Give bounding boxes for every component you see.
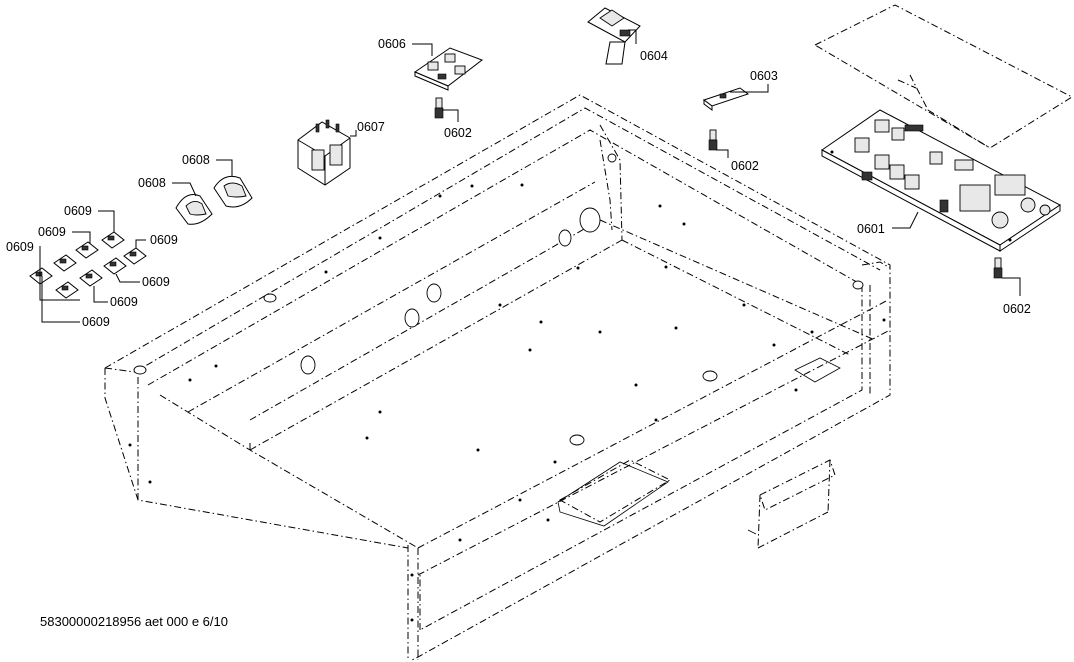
clamp-0608-a (175, 194, 213, 225)
connector-0602-right (993, 257, 1003, 279)
clip-8 (55, 281, 79, 299)
callout-0601: 0601 (857, 222, 885, 236)
clip-2 (101, 231, 125, 249)
callout-0606: 0606 (378, 37, 406, 51)
callout-0609-e: 0609 (142, 275, 170, 289)
callout-labels: 0601 0602 0602 0602 0603 0604 0606 0607 … (6, 37, 1031, 329)
floor-cutouts (557, 357, 841, 527)
main-control-board (821, 109, 1061, 252)
sensor-board (702, 87, 750, 111)
clip-3 (53, 254, 77, 272)
clip-1 (75, 241, 99, 259)
document-id: 58300000218956 aet 000 e 6/10 (40, 614, 228, 629)
control-pcb (413, 47, 484, 91)
callout-0602-upper: 0602 (444, 126, 472, 140)
callout-0602-right: 0602 (1003, 302, 1031, 316)
callout-0609-a: 0609 (64, 204, 92, 218)
clip-6 (29, 267, 53, 285)
callout-0607: 0607 (357, 120, 385, 134)
leader-lines (39, 29, 1021, 323)
callout-0608-lower: 0608 (138, 176, 166, 190)
callout-0602-mid: 0602 (731, 159, 759, 173)
clip-5 (123, 247, 147, 265)
transformer (297, 119, 351, 186)
housing-frame (104, 94, 891, 661)
callout-0609-g: 0609 (82, 315, 110, 329)
connector-0602-mid (708, 129, 718, 151)
callout-0609-d: 0609 (150, 233, 178, 247)
connector-0602-upper (434, 97, 444, 119)
relay-module (587, 7, 641, 65)
callout-0604: 0604 (640, 49, 668, 63)
front-bracket (747, 459, 836, 549)
clip-4 (103, 257, 127, 275)
callout-0603: 0603 (750, 69, 778, 83)
clip-7 (79, 269, 103, 287)
callout-0609-b: 0609 (38, 225, 66, 239)
housing-holes (128, 153, 886, 622)
callout-0609-f: 0609 (110, 295, 138, 309)
clip-group-0609 (29, 231, 147, 299)
callout-0609-c: 0609 (6, 240, 34, 254)
clamp-0608-b (213, 175, 253, 208)
callout-0608-upper: 0608 (182, 153, 210, 167)
cover-plate (813, 4, 1074, 149)
